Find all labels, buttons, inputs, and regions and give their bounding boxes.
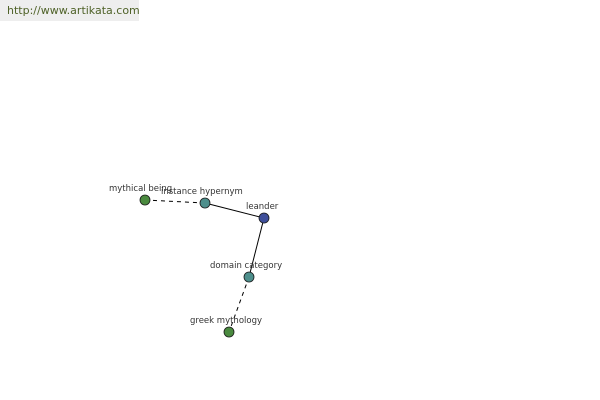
edge-leander-to-domain-category [248, 217, 265, 278]
site-url-text[interactable]: http://www.artikata.com [7, 4, 140, 17]
edge-mythical-being-to-instance-hypernym [144, 199, 206, 204]
node-label-instance-hypernym[interactable]: instance hypernym [161, 187, 243, 197]
node-leander[interactable] [258, 212, 270, 224]
edge-instance-hypernym-to-leander [204, 202, 265, 219]
url-banner: http://www.artikata.com [0, 0, 140, 21]
node-label-mythical-being[interactable]: mythical being [109, 184, 172, 194]
node-label-leander[interactable]: leander [246, 202, 279, 212]
graph-edges [144, 199, 265, 333]
node-greek-mythology[interactable] [223, 326, 235, 338]
node-label-domain-category[interactable]: domain category [210, 261, 282, 271]
graph-nodes [139, 194, 270, 338]
node-label-greek-mythology[interactable]: greek mythology [190, 316, 262, 326]
edge-domain-category-to-greek-mythology [228, 276, 250, 333]
node-domain-category[interactable] [243, 271, 255, 283]
node-mythical-being[interactable] [139, 194, 151, 206]
node-instance-hypernym[interactable] [199, 197, 211, 209]
